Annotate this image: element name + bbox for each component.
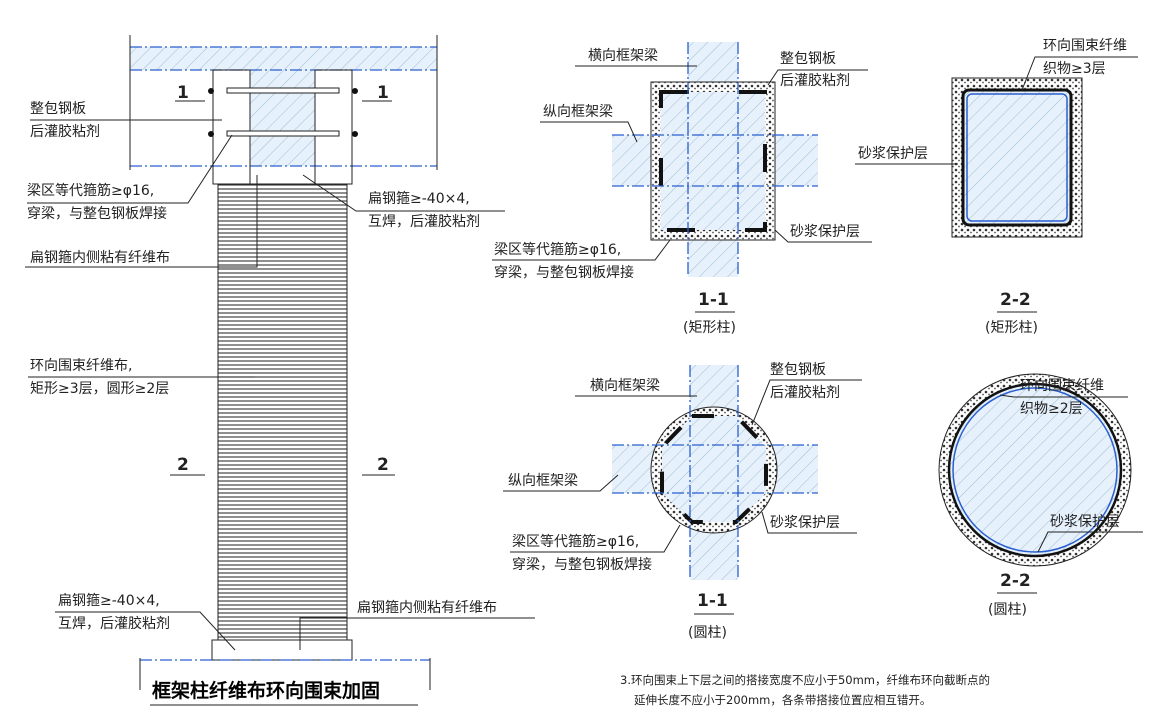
label-inner-fiber: 扁钢箍内侧粘有纤维布 (30, 249, 170, 266)
label-steel-plate: 整包钢板 (30, 101, 86, 117)
steel-plate-right (314, 69, 353, 185)
section-1-1-rect: 横向框架梁 纵向框架梁 整包钢板 后灌胶粘剂 砂浆保护层 梁区等代箍筋≥φ16,… (492, 42, 872, 336)
label-fiber-wrap: 环向围束纤维布, (30, 358, 132, 374)
caption: 1-1 (697, 591, 728, 611)
subcaption: (矩形柱) (683, 320, 736, 336)
drawing-title: 框架柱纤维布环向围束加固 (152, 679, 380, 702)
label-flat-hoop: 扁钢箍≥-40×4, (368, 190, 470, 207)
subcaption: (圆柱) (688, 625, 727, 641)
label-stirrup: 梁区等代箍筋≥φ16, (27, 182, 154, 199)
subcaption: (圆柱) (988, 602, 1027, 618)
steel-plate-left (212, 69, 251, 185)
label-stirrup-weld: 穿梁，与整包钢板焊接 (27, 205, 167, 222)
beam-core (250, 70, 315, 166)
label-fiber: 环向围束纤维 (1043, 38, 1127, 54)
label-fiber: 环向围束纤维 (1020, 378, 1104, 394)
section-mark-1-left: 1 (177, 83, 189, 103)
label-mortar: 砂浆保护层 (858, 146, 928, 162)
label-mortar: 砂浆保护层 (790, 224, 860, 240)
elevation-view: 1 1 2 2 整包钢板 后灌胶粘剂 梁区等代箍筋≥φ16, 穿梁，与整包钢板焊… (25, 35, 535, 706)
label-inner-fiber-bottom: 扁钢箍内侧粘有纤维布 (357, 599, 497, 616)
label-transverse-beam: 横向框架梁 (590, 378, 660, 394)
caption: 2-2 (1000, 571, 1031, 591)
label-stirrup: 梁区等代箍筋≥φ16, (494, 241, 621, 258)
label-longitudinal-beam: 纵向框架梁 (508, 473, 578, 489)
section-2-2-rect: 环向围束纤维 织物≥3层 砂浆保护层 2-2 (矩形柱) (855, 38, 1138, 336)
label-mortar: 砂浆保护层 (770, 515, 840, 531)
stirrup-bar (226, 87, 340, 94)
note-3-line-2: 延伸长度不应小于200mm，各条带搭接位置应相互错开。 (634, 693, 931, 707)
subcaption: (矩形柱) (985, 320, 1038, 336)
section-mark-2-right: 2 (377, 455, 389, 475)
label-adhesive: 后灌胶粘剂 (30, 123, 100, 140)
label-flat-hoop-bottom: 扁钢箍≥-40×4, (58, 592, 160, 609)
fiber-wrapped-column (217, 183, 348, 641)
section-mark-1-right: 1 (377, 83, 389, 103)
section-mark-2-left: 2 (177, 455, 189, 475)
label-stirrup-weld: 穿梁，与整包钢板焊接 (494, 264, 634, 281)
label-adhesive: 后灌胶粘剂 (770, 384, 840, 401)
label-fiber-layers: 矩形≥3层，圆形≥2层 (30, 381, 169, 397)
stirrup-bar (226, 130, 340, 137)
base-hoop (211, 639, 353, 661)
label-flat-hoop-bottom-weld: 互焊，后灌胶粘剂 (58, 615, 170, 632)
label-steel-plate: 整包钢板 (770, 362, 826, 378)
slab (130, 47, 437, 70)
label-stirrup-weld: 穿梁，与整包钢板焊接 (512, 556, 652, 573)
label-fiber-layers: 织物≥3层 (1043, 61, 1106, 77)
section-2-2-round: 环向围束纤维 织物≥2层 砂浆保护层 2-2 (圆柱) (938, 373, 1143, 618)
label-adhesive: 后灌胶粘剂 (780, 72, 850, 89)
caption: 1-1 (698, 290, 729, 310)
label-longitudinal-beam: 纵向框架梁 (543, 104, 613, 120)
caption: 2-2 (1000, 290, 1031, 310)
label-mortar: 砂浆保护层 (1050, 514, 1120, 530)
label-transverse-beam: 横向框架梁 (588, 48, 658, 64)
label-fiber-layers: 织物≥2层 (1020, 401, 1083, 417)
label-stirrup: 梁区等代箍筋≥φ16, (512, 533, 639, 550)
note-3-line-1: 3.环向围束上下层之间的搭接宽度不应小于50mm，纤维布环向截断点的 (620, 673, 990, 687)
label-steel-plate: 整包钢板 (780, 51, 836, 67)
label-flat-hoop-weld: 互焊，后灌胶粘剂 (368, 213, 480, 230)
section-1-1-round: 横向框架梁 纵向框架梁 整包钢板 后灌胶粘剂 砂浆保护层 梁区等代箍筋≥φ16,… (503, 362, 862, 641)
